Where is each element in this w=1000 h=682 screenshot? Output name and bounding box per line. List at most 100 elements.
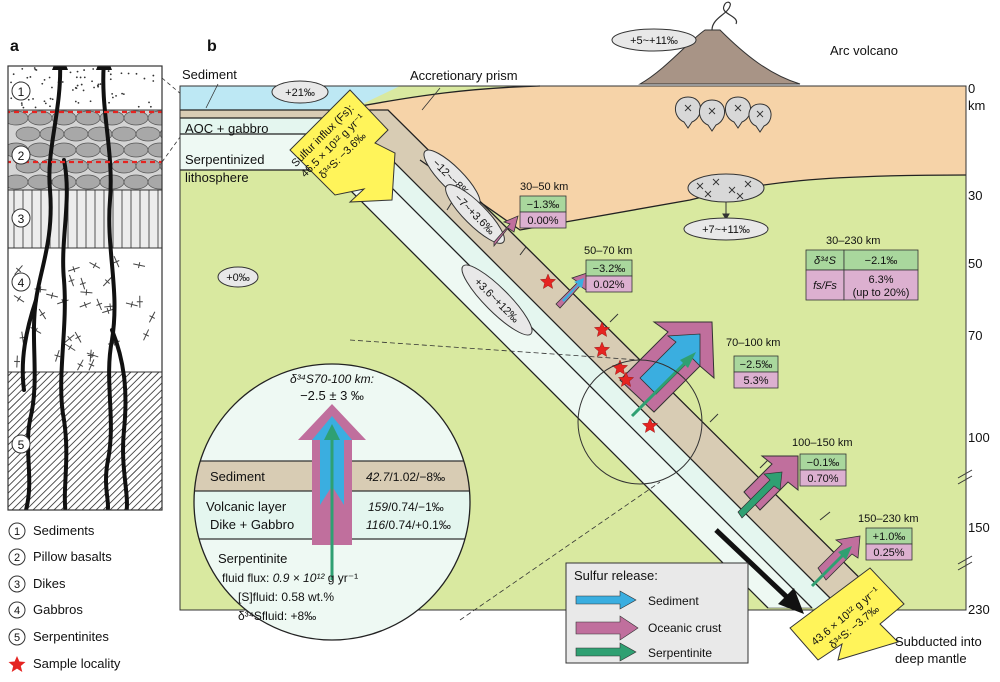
inset-volcanic-label: Volcanic layer bbox=[206, 499, 287, 514]
release-range-1: 30–50 km bbox=[520, 181, 568, 193]
inset-volcanic-num: 159 bbox=[368, 500, 388, 514]
accretionary-prism-label: Accretionary prism bbox=[410, 68, 518, 83]
svg-text:3: 3 bbox=[14, 579, 20, 591]
legend-serpentinite: Serpentinite bbox=[648, 646, 712, 660]
star-icon bbox=[8, 656, 26, 672]
layer-3-num: 3 bbox=[18, 212, 25, 226]
release-d34-4: −0.1‰ bbox=[807, 457, 840, 469]
legend-oceanic-crust: Oceanic crust bbox=[648, 621, 722, 635]
release-range-4: 100–150 km bbox=[792, 437, 853, 449]
summary-box: 30–230 km δ³⁴S −2.1‰ fs/Fs 6.3% (up to 2… bbox=[805, 235, 919, 301]
inset-sediment-label: Sediment bbox=[210, 469, 265, 484]
inset-value: −2.5 ± 3 ‰ bbox=[300, 388, 364, 403]
slab-sediment bbox=[180, 110, 890, 608]
sediment-layer bbox=[10, 67, 155, 109]
legend-sediments: Sediments bbox=[33, 523, 95, 538]
svg-text:4: 4 bbox=[14, 605, 20, 617]
svg-text:159/0.74/−1‰: 159/0.74/−1‰ bbox=[368, 500, 444, 514]
release-boxes: 30–50 km −1.3‰ 0.00% 50–70 km −3.2‰ 0.02… bbox=[519, 181, 919, 561]
depth-axis: 0 km 30 50 70 100 150 230 bbox=[957, 81, 990, 617]
layer-5-num: 5 bbox=[18, 438, 25, 452]
subducted-label-1: Subducted into bbox=[895, 634, 982, 649]
layer-2-num: 2 bbox=[18, 149, 25, 163]
inset-flux-label: fluid flux: bbox=[222, 571, 273, 585]
inset-dike-num: 116 bbox=[366, 518, 385, 532]
sulfur-release-legend: Sulfur release: Sediment Oceanic crust S… bbox=[565, 562, 749, 664]
legend-sediment: Sediment bbox=[648, 594, 699, 608]
summary-ratio-value: 6.3% bbox=[868, 274, 893, 286]
release-d34-3: −2.5‰ bbox=[740, 359, 773, 371]
inset-dike-rest: /0.74/+0.1‰ bbox=[385, 518, 451, 532]
sulfur-outflux-arrow: 43.6 × 10¹² g yr⁻¹ δ³⁴S: −3.7‰ Subducted… bbox=[789, 567, 982, 666]
svg-text:116/0.74/+0.1‰: 116/0.74/+0.1‰ bbox=[366, 518, 451, 532]
subduction-direction-arrow bbox=[714, 528, 804, 614]
legend-gabbros: Gabbros bbox=[33, 602, 83, 617]
layer-4-num: 4 bbox=[18, 276, 25, 290]
depth-unit: km bbox=[968, 98, 985, 113]
isotope-ovals: +21‰ +5~+11‰ +7~+11‰ +0‰ −12~−8‰ −7~+3.6… bbox=[217, 28, 769, 336]
release-frac-4: 0.70% bbox=[807, 473, 838, 485]
arc-volcano: Arc volcano bbox=[638, 1, 898, 85]
magma-bodies bbox=[675, 96, 772, 220]
release-frac-3: 5.3% bbox=[743, 375, 768, 387]
oval-sediment: +21‰ bbox=[285, 87, 315, 99]
svg-text:2: 2 bbox=[14, 552, 20, 564]
accretionary-prism bbox=[350, 86, 966, 230]
legend-sample-locality: Sample locality bbox=[33, 656, 121, 671]
inset-title: δ³⁴S70-100 km: bbox=[290, 372, 374, 386]
panel-b-label: b bbox=[207, 38, 217, 55]
release-arrows bbox=[493, 215, 861, 588]
inset-dike-label: Dike + Gabbro bbox=[210, 517, 294, 532]
release-d34-1: −1.3‰ bbox=[527, 199, 560, 211]
oval-magma: +7~+11‰ bbox=[702, 224, 750, 236]
release-range-5: 150–230 km bbox=[858, 513, 919, 525]
inset-serp-label: Serpentinite bbox=[218, 551, 287, 566]
legend-pillow-basalts: Pillow basalts bbox=[33, 549, 112, 564]
inset-flux-value: 0.9 × 10¹² bbox=[273, 571, 326, 585]
inset-volcanic-rest: /0.74/−1‰ bbox=[388, 500, 444, 514]
release-frac-1: 0.00% bbox=[527, 215, 558, 227]
release-d34-2: −3.2‰ bbox=[593, 263, 626, 275]
depth-230: 230 bbox=[968, 602, 990, 617]
arc-volcano-label: Arc volcano bbox=[830, 43, 898, 58]
svg-text:fluid flux: 0.9 × 10¹² g yr⁻¹: fluid flux: 0.9 × 10¹² g yr⁻¹ bbox=[222, 571, 358, 585]
slab-aoc bbox=[180, 118, 840, 608]
summary-ratio-label: fs/Fs bbox=[813, 280, 837, 292]
legend-title: Sulfur release: bbox=[574, 568, 658, 583]
release-d34-5: +1.0‰ bbox=[873, 531, 906, 543]
depth-0: 0 bbox=[968, 81, 975, 96]
release-range-2: 50–70 km bbox=[584, 245, 632, 257]
inset-flux-unit: g yr⁻¹ bbox=[324, 571, 358, 585]
serpentinized-label-2: lithosphere bbox=[185, 170, 249, 185]
subducted-label-2: deep mantle bbox=[895, 651, 967, 666]
inset-dfluid: δ³⁴Sfluid: +8‰ bbox=[238, 609, 316, 623]
release-range-3: 70–100 km bbox=[726, 337, 780, 349]
legend-dikes: Dikes bbox=[33, 576, 66, 591]
panel-a-label: a bbox=[10, 38, 19, 55]
layer-1-num: 1 bbox=[18, 85, 25, 99]
summary-range: 30–230 km bbox=[826, 235, 880, 247]
legend-serpentinites: Serpentinites bbox=[33, 629, 109, 644]
depth-70: 70 bbox=[968, 328, 982, 343]
depth-100: 100 bbox=[968, 430, 990, 445]
summary-d34-value: −2.1‰ bbox=[865, 255, 898, 267]
oval-arc: +5~+11‰ bbox=[630, 35, 678, 47]
dike-layer bbox=[8, 190, 162, 248]
aoc-gabbro-label: AOC + gabbro bbox=[185, 121, 268, 136]
serpentinized-label-1: Serpentinized bbox=[185, 152, 265, 167]
zoom-inset: δ³⁴S70-100 km: −2.5 ± 3 ‰ Sediment 42.7/… bbox=[193, 363, 471, 641]
depth-30: 30 bbox=[968, 188, 982, 203]
layer-number-markers: 1 2 3 4 5 bbox=[11, 81, 31, 454]
sediment-label: Sediment bbox=[182, 67, 237, 82]
sample-stars bbox=[539, 273, 659, 433]
rock-column bbox=[8, 66, 162, 510]
svg-text:1: 1 bbox=[14, 526, 20, 538]
inset-sediment-rest: /1.02/−8‰ bbox=[389, 470, 445, 484]
inset-sfluid: [S]fluid: 0.58 wt.% bbox=[238, 590, 334, 604]
inset-sediment-num: 42.7 bbox=[366, 470, 391, 484]
svg-text:42.7/1.02/−8‰: 42.7/1.02/−8‰ bbox=[366, 470, 445, 484]
release-frac-2: 0.02% bbox=[593, 279, 624, 291]
summary-d34-label: δ³⁴S bbox=[814, 255, 837, 267]
summary-ratio-note: (up to 20%) bbox=[853, 287, 910, 299]
